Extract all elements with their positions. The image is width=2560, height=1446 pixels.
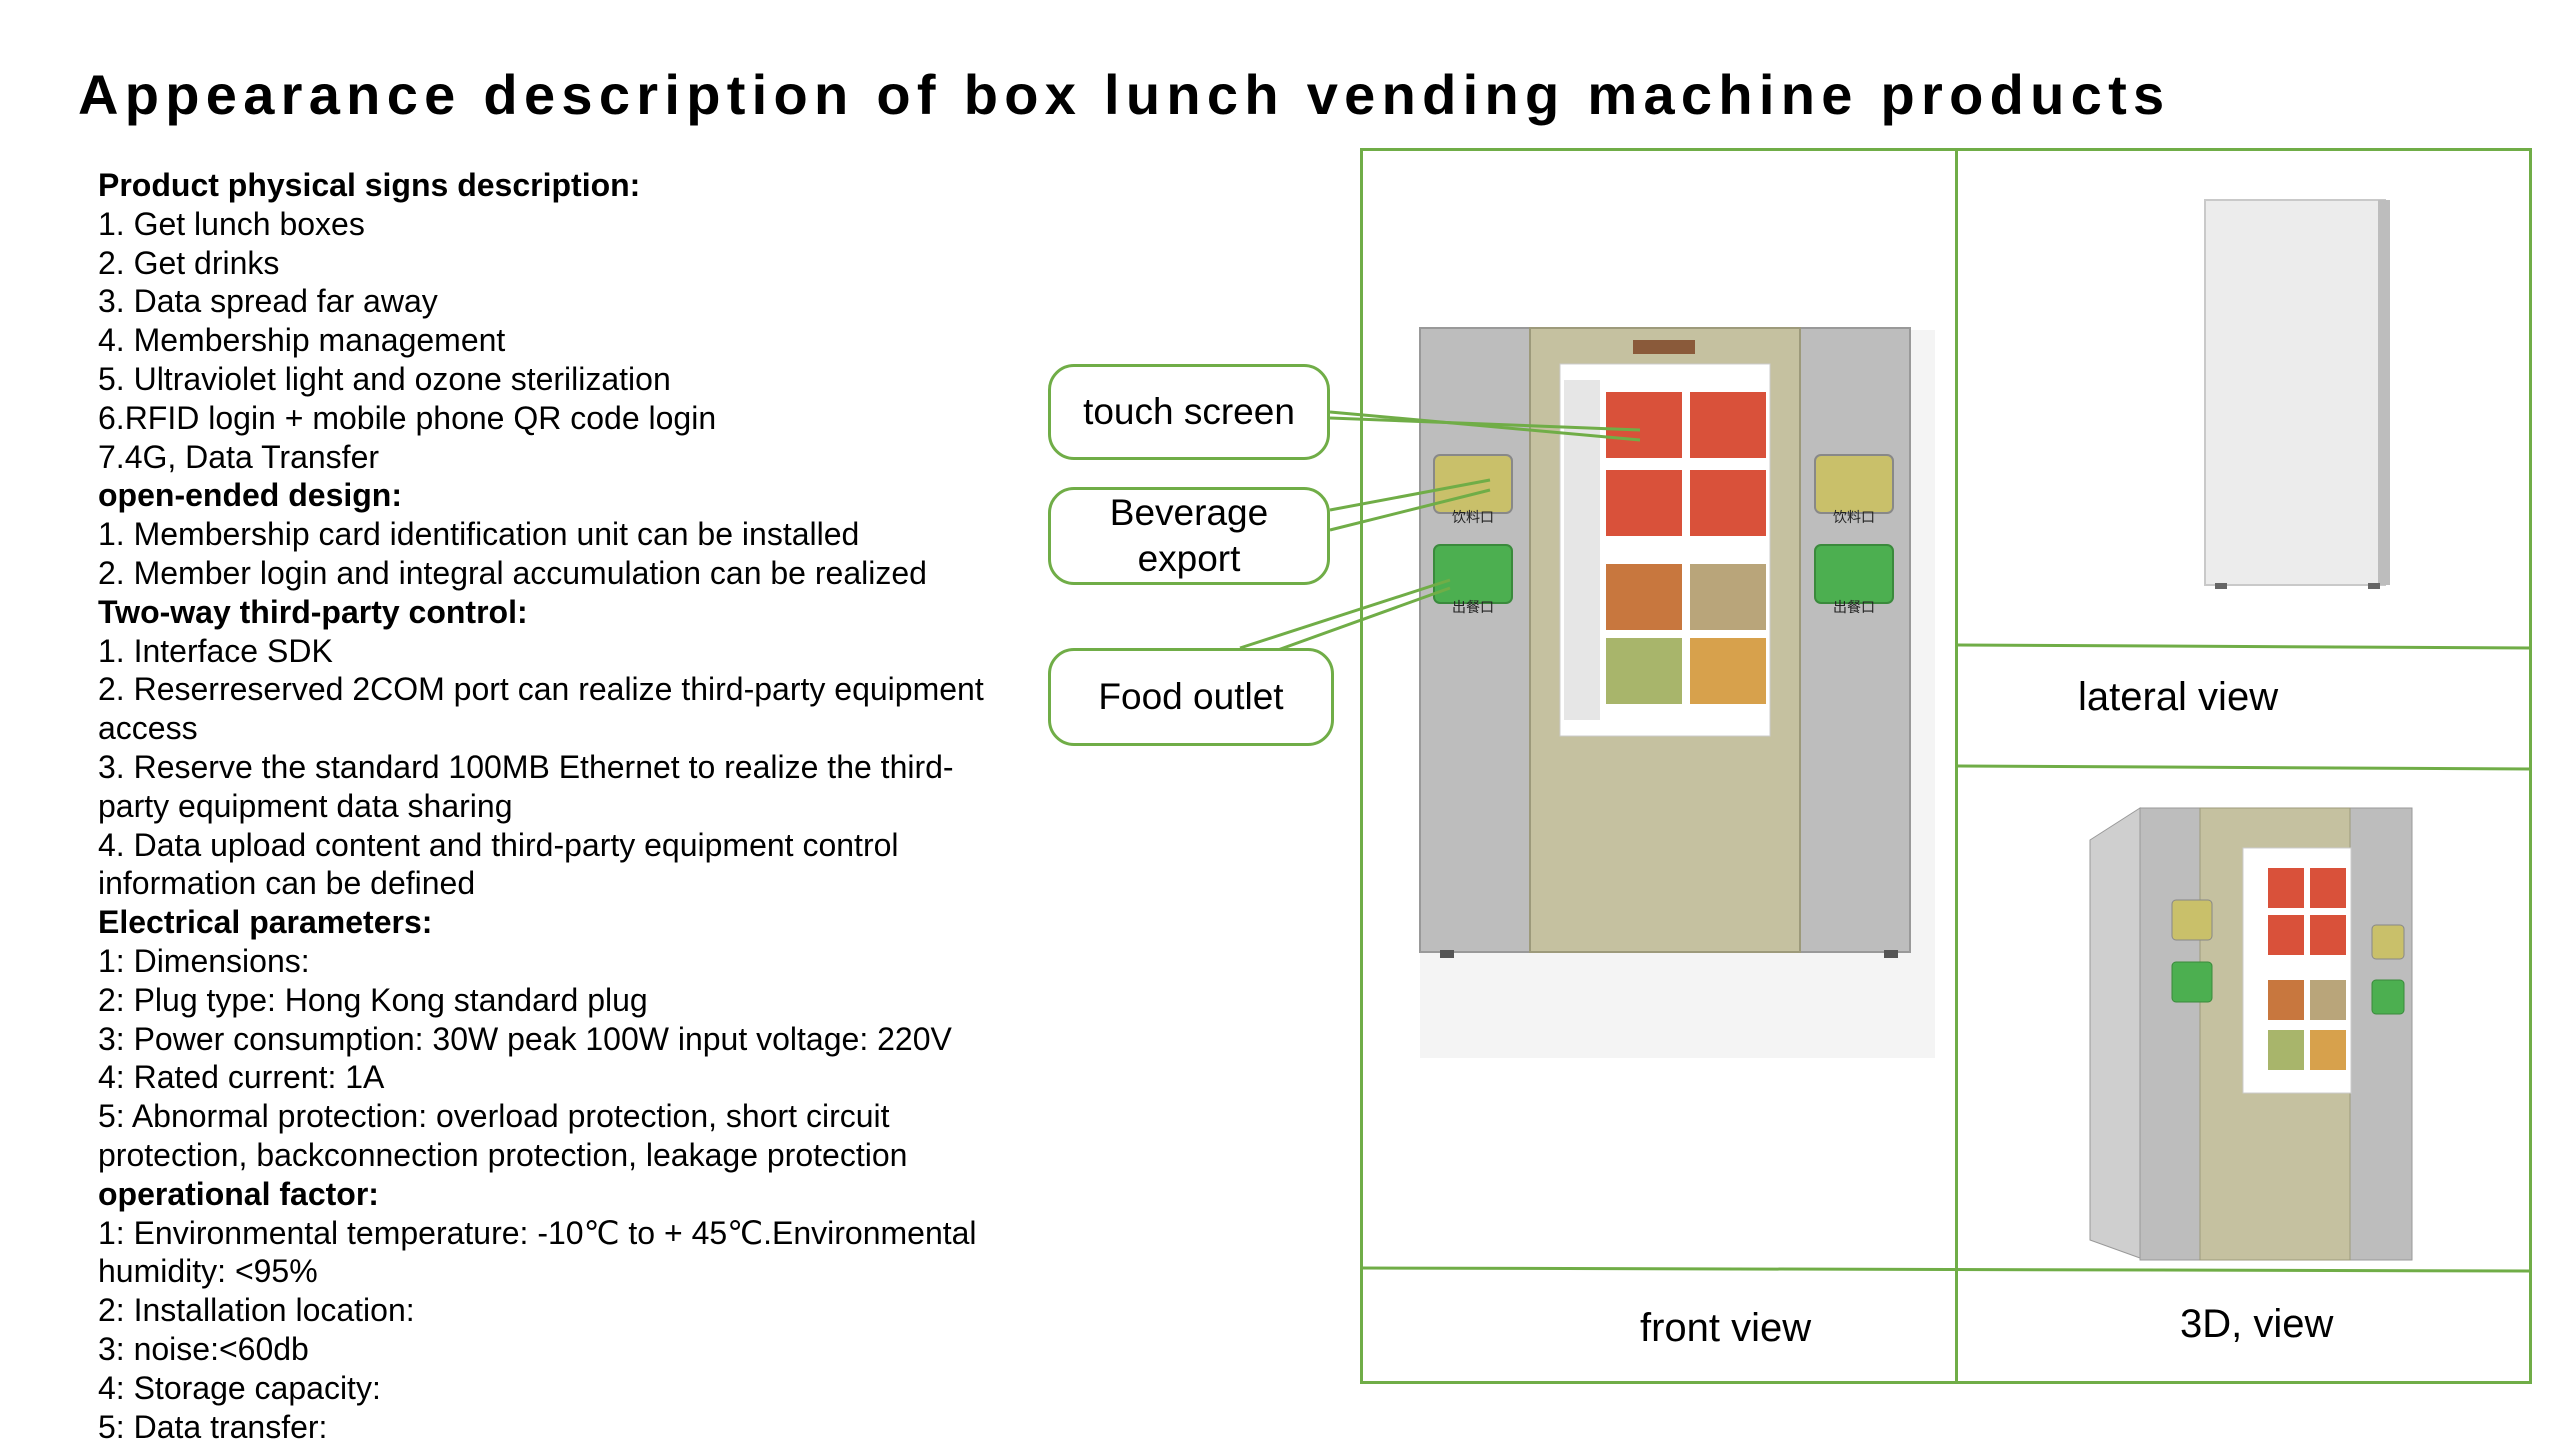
- front-view-machine: 饮料口 饮料口 出餐口 出餐口: [1420, 328, 1935, 1058]
- drink-port-label: 饮料口: [1833, 510, 1875, 526]
- meal-port-label: 出餐口: [1833, 600, 1875, 616]
- touch-screen-callout: touch screen: [1048, 364, 1330, 460]
- front-view-caption: front view: [1640, 1306, 1811, 1351]
- food-outlet-callout: Food outlet: [1048, 648, 1334, 746]
- lateral-view-caption: lateral view: [2078, 675, 2278, 720]
- meal-port-label: 出餐口: [1452, 600, 1494, 616]
- lateral-view-machine: [2205, 200, 2390, 589]
- three-d-view-caption: 3D, view: [2180, 1302, 2333, 1347]
- three-d-view-machine: [2090, 808, 2412, 1260]
- drink-port-label: 饮料口: [1452, 510, 1494, 526]
- beverage-export-callout: Beverage export: [1048, 487, 1330, 585]
- beverage-export-label: Beverage export: [1089, 490, 1289, 582]
